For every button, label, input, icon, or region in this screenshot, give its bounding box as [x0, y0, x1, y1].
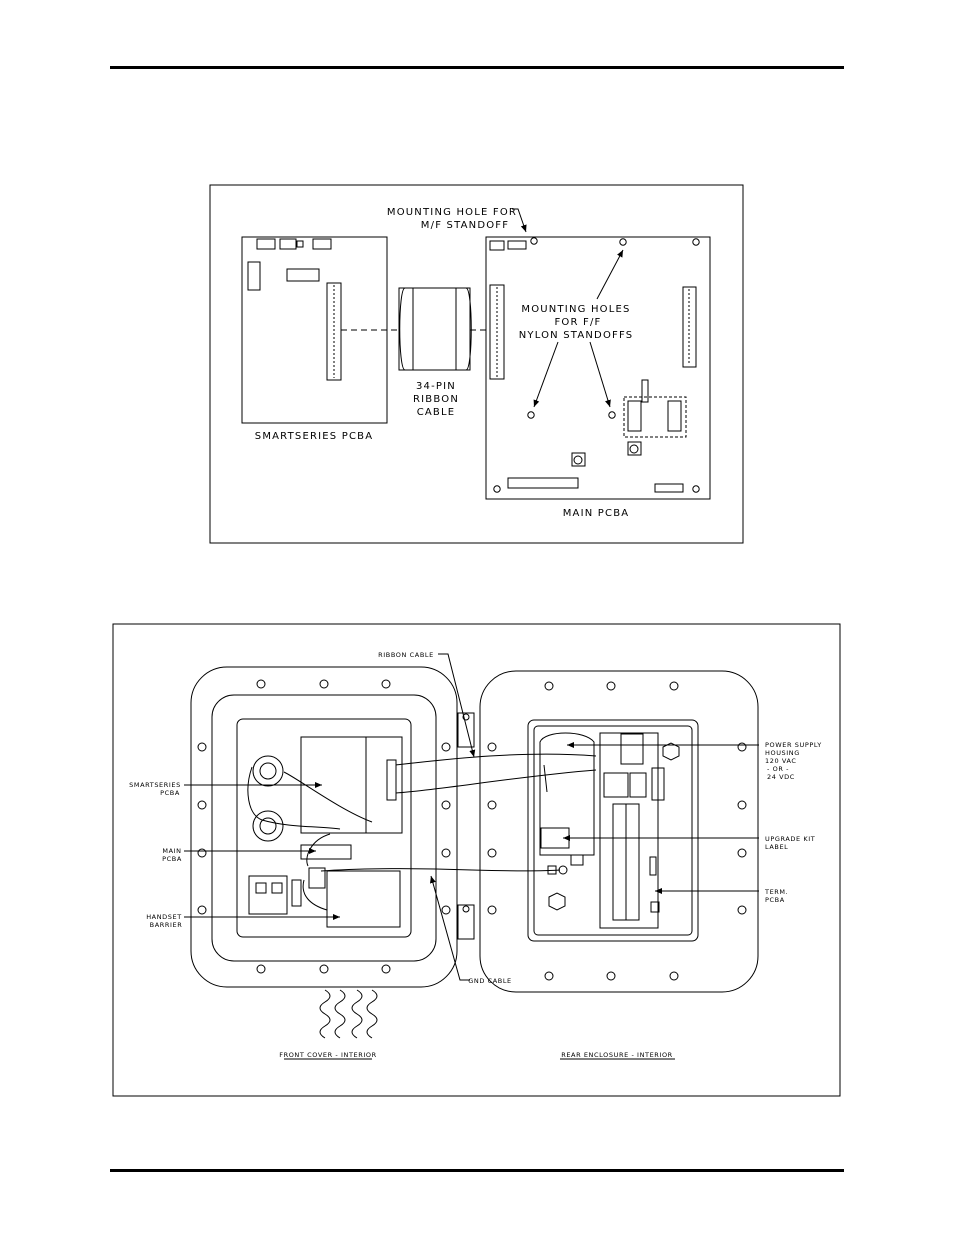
mount-holes-ff-label-3: NYLON STANDOFFS: [519, 330, 634, 341]
fig1-leaders: [512, 208, 624, 408]
figure-2-frame: [112, 623, 841, 1097]
ribbon-cable-fig1: [341, 287, 490, 371]
mount-hole-label-2: M/F STANDOFF: [421, 220, 509, 231]
main-label-1: MAIN: [162, 847, 181, 855]
ribbon-cable-fig2: [395, 753, 597, 794]
hinges: [457, 712, 475, 940]
smartseries-pcba-label: SMARTSERIES PCBA: [255, 431, 373, 442]
mount-holes-ff-label-2: FOR F/F: [554, 317, 601, 328]
ribbon-label-3: CABLE: [417, 407, 456, 418]
ribbon-label-2: RIBBON: [413, 394, 459, 405]
power-supply-label-5: 24 VDC: [767, 773, 795, 781]
ribbon-cable-label: RIBBON CABLE: [378, 651, 434, 659]
handset-label-2: BARRIER: [150, 921, 183, 929]
power-supply-label-3: 120 VAC: [765, 757, 797, 765]
main-label-2: PCBA: [162, 855, 182, 863]
figure-1-frame: [209, 184, 744, 544]
fig2-leaders: [184, 653, 759, 981]
power-supply-label-2: HOUSING: [765, 749, 800, 757]
upgrade-kit-label-2: LABEL: [765, 843, 788, 851]
front-cover: [190, 666, 458, 988]
power-supply-label-4: - OR -: [767, 765, 789, 773]
figure-1-pcba-assembly: [209, 184, 744, 544]
header-rule: [110, 66, 844, 69]
gnd-cable: [320, 865, 568, 875]
handset-label-1: HANDSET: [146, 913, 182, 921]
power-supply-label-1: POWER SUPPLY: [765, 741, 822, 749]
rear-enclosure: [479, 670, 759, 993]
term-label-1: TERM.: [764, 888, 788, 896]
mount-holes-ff-label-1: MOUNTING HOLES: [521, 304, 630, 315]
handset-coil-cord: [319, 989, 378, 1039]
gnd-cable-label: GND CABLE: [468, 977, 512, 985]
term-label-2: PCBA: [765, 896, 785, 904]
mount-hole-label-1: MOUNTING HOLE FOR: [387, 207, 517, 218]
main-pcba-label: MAIN PCBA: [563, 508, 630, 519]
smartseries-label-2: PCBA: [160, 789, 180, 797]
front-cover-caption: FRONT COVER - INTERIOR: [279, 1051, 376, 1059]
smartseries-label-1: SMARTSERIES: [129, 781, 181, 789]
footer-rule: [110, 1169, 844, 1172]
main-board: [485, 236, 711, 500]
ribbon-label-1: 34-PIN: [416, 381, 456, 392]
figure-2-enclosure: [112, 623, 841, 1097]
upgrade-kit-label-1: UPGRADE KIT: [765, 835, 815, 843]
rear-enclosure-caption: REAR ENCLOSURE - INTERIOR: [561, 1051, 673, 1059]
